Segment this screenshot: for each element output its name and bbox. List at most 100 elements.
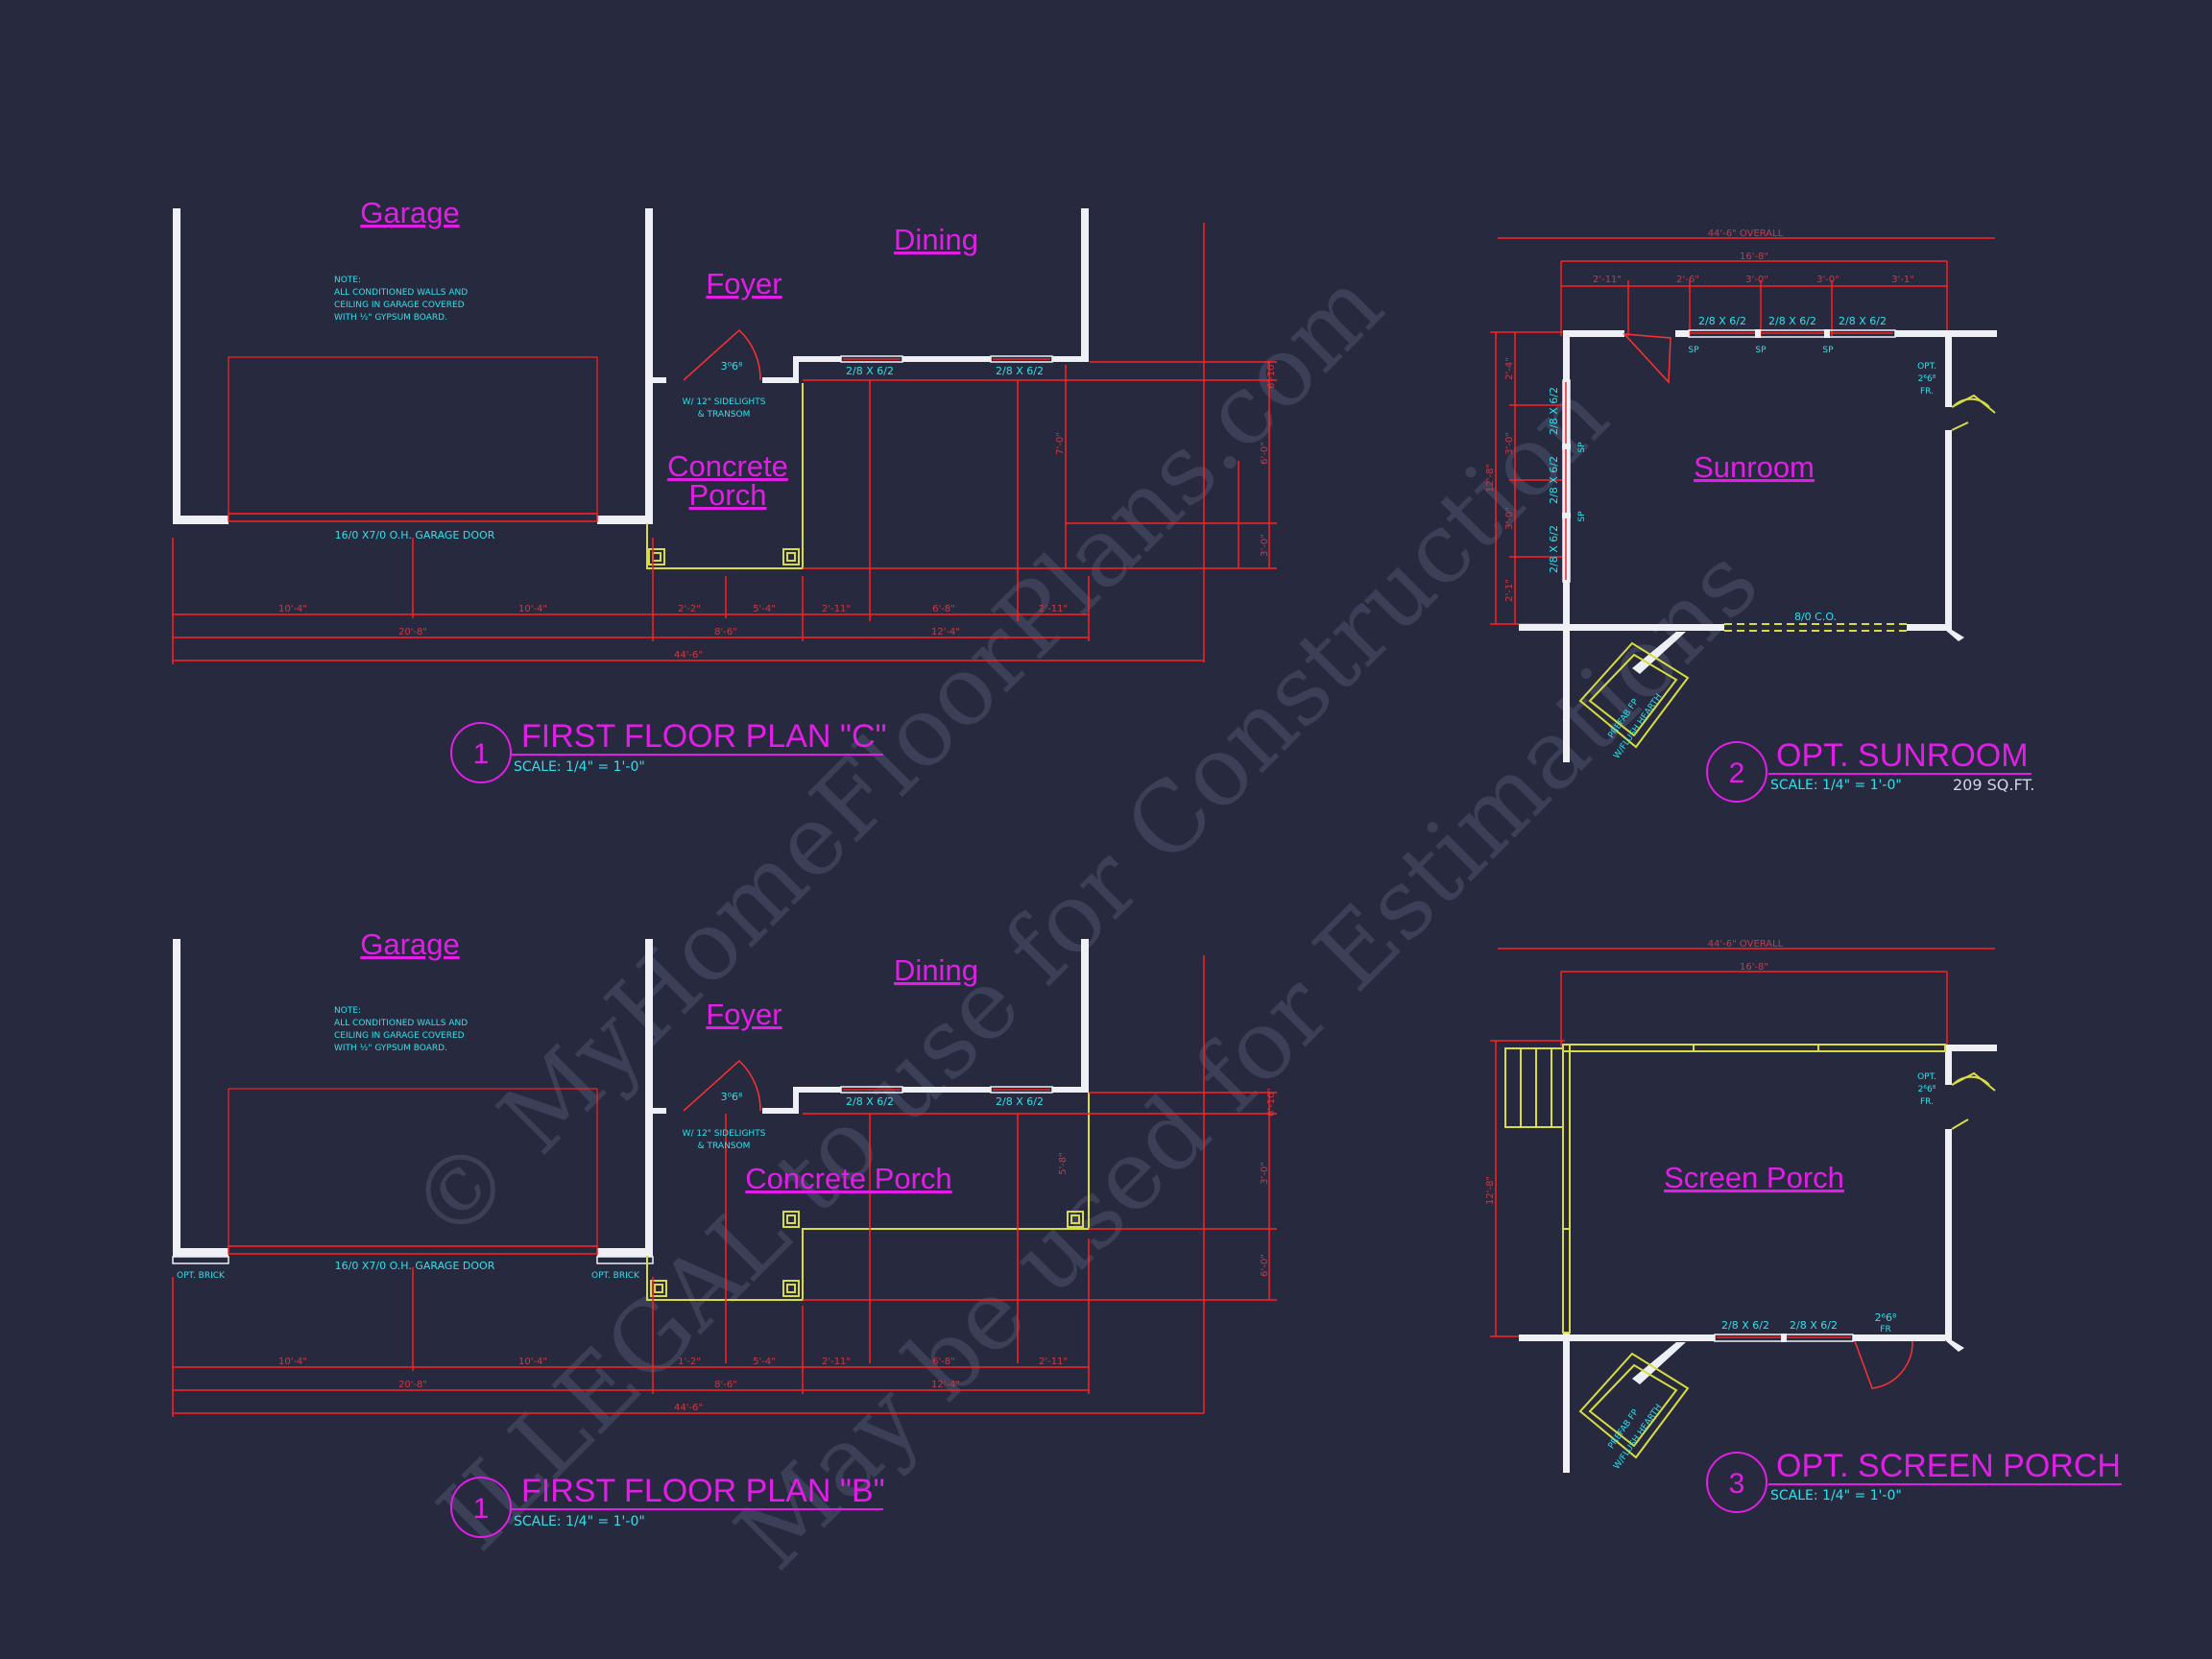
area-label: 209 SQ.FT. (1953, 776, 2034, 794)
plan-number: 1 (473, 738, 490, 770)
dimension: 3'-0" (1260, 534, 1270, 557)
dimension: 2'-11" (822, 604, 851, 614)
wall (1907, 624, 1949, 631)
wall (1945, 1045, 1952, 1085)
plan-scale: SCALE: 1/4" = 1'-0" (514, 1514, 645, 1529)
window-label: 2/8 X 6/2 (1768, 315, 1816, 327)
porch-outline (646, 383, 804, 569)
wall (173, 1248, 228, 1257)
sp-label: SP (1577, 442, 1587, 453)
window-label: 2/8 X 6/2 (846, 1095, 894, 1108)
door-swing (683, 1059, 761, 1112)
overall-dimension: 44'-6" OVERALL (1708, 228, 1784, 239)
dimension: 12'-4" (931, 627, 960, 637)
wall (1945, 430, 1952, 630)
wall (902, 1087, 991, 1093)
fireplace-inner (1588, 653, 1678, 737)
garage-door (228, 513, 598, 522)
dimension: 6'-10" (1266, 360, 1277, 389)
dimension: 8'-6" (714, 1380, 737, 1390)
dimension: 2'-11" (822, 1357, 851, 1367)
dimension: 1'-2" (678, 1357, 701, 1367)
porch-column (648, 548, 665, 565)
room-label-garage: Garage (360, 927, 459, 961)
sp-label: SP (1822, 346, 1834, 355)
porch-column-inner (786, 1214, 796, 1224)
room-label-screen-porch: Screen Porch (1664, 1161, 1844, 1194)
dimension: 2'-11" (1593, 275, 1622, 285)
dimension: 6'-0" (1260, 442, 1270, 465)
wall (762, 1108, 799, 1114)
window (840, 1086, 903, 1094)
plan-b: Garage Dining Foyer Concrete Porch NOTE:… (172, 927, 1277, 1538)
room-label-foyer: Foyer (706, 998, 781, 1031)
door-swing (1951, 394, 1996, 431)
wall (1853, 1334, 1899, 1341)
window-label: 2/8 X 6/2 (996, 365, 1044, 377)
dimension: 6'-0" (1260, 1254, 1270, 1277)
garage-door (228, 1245, 598, 1255)
wall (1632, 632, 1686, 674)
opt-sunroom: PREFAB FP W/FLUSH HEARTH Sunroom 44'-6" … (1485, 228, 2034, 803)
mullion (1562, 444, 1571, 449)
porch-column (650, 1280, 667, 1297)
room-label-porch: Concrete Porch (745, 1162, 951, 1195)
dimension: 2'-11" (1039, 1357, 1068, 1367)
wall (1945, 1045, 1997, 1051)
opt-door-label: FR. (1920, 1097, 1934, 1107)
door-size-label: 2⁶6⁸ (1875, 1311, 1897, 1324)
door-swing (1951, 1071, 1996, 1130)
dimension: 3'-0" (1816, 275, 1839, 285)
window-label: 2/8 X 6/2 (1548, 387, 1560, 435)
dimension: 12'-8" (1485, 464, 1496, 493)
window (990, 1086, 1053, 1094)
note-line: NOTE: (334, 1006, 361, 1016)
wall (1632, 1342, 1686, 1384)
screen-frame (1562, 1044, 1946, 1052)
plan-number-circle (1706, 1452, 1767, 1513)
sp-label: SP (1577, 511, 1587, 522)
wall (1945, 330, 1952, 407)
opt-brick-label: OPT. BRICK (177, 1271, 226, 1281)
plan-number: 1 (473, 1493, 490, 1525)
garage-door-label: 16/0 X7/0 O.H. GARAGE DOOR (335, 1260, 495, 1272)
wall (597, 516, 653, 524)
plan-number-circle (450, 1477, 512, 1538)
wall (793, 356, 841, 362)
window (990, 355, 1053, 363)
dimension: 7'-0" (1055, 432, 1066, 455)
wall (173, 939, 180, 1256)
transom-label: & TRANSOM (698, 410, 751, 420)
wall (1052, 1087, 1087, 1093)
door-arc (1952, 397, 1990, 408)
opt-screen-porch: PREFAB FP W/FLUSH HEARTH Screen Porch 44… (1485, 939, 2122, 1513)
fireplace-inner (1588, 1363, 1678, 1448)
opt-brick (596, 1256, 654, 1264)
window-label: 2/8 X 6/2 (996, 1095, 1044, 1108)
opt-door-label: 2⁶6⁸ (1918, 1085, 1936, 1094)
step (1504, 1047, 1564, 1128)
door-swing (1623, 333, 1671, 384)
dimension: 2'-11" (1039, 604, 1068, 614)
wall (1897, 1334, 1945, 1341)
window-label: 2/8 X 6/2 (1721, 1319, 1769, 1332)
room-label-garage: Garage (360, 196, 459, 229)
note-line: CEILING IN GARAGE COVERED (334, 1031, 465, 1041)
window-label: 2/8 X 6/2 (1790, 1319, 1838, 1332)
opt-door-label: OPT. (1917, 1072, 1936, 1082)
door-size-label: 3⁰6⁸ (721, 360, 743, 373)
dimension-total: 44'-6" (674, 650, 703, 661)
dimension: 5'-8" (1058, 1152, 1069, 1175)
dimension: 10'-4" (518, 604, 547, 614)
dimension: 6'-8" (932, 604, 955, 614)
window-label: 2/8 X 6/2 (1548, 456, 1560, 504)
plan-number: 3 (1729, 1468, 1745, 1500)
dimension: 2'-2" (678, 604, 701, 614)
fireplace: PREFAB FP W/FLUSH HEARTH (1578, 1352, 1690, 1472)
wall (793, 1087, 799, 1114)
porch-outline (646, 1093, 1090, 1301)
dimension: 20'-8" (398, 1380, 427, 1390)
garage-parking-area (228, 1088, 598, 1247)
garage-door-label: 16/0 X7/0 O.H. GARAGE DOOR (335, 529, 495, 541)
dimension-total: 44'-6" (674, 1403, 703, 1413)
